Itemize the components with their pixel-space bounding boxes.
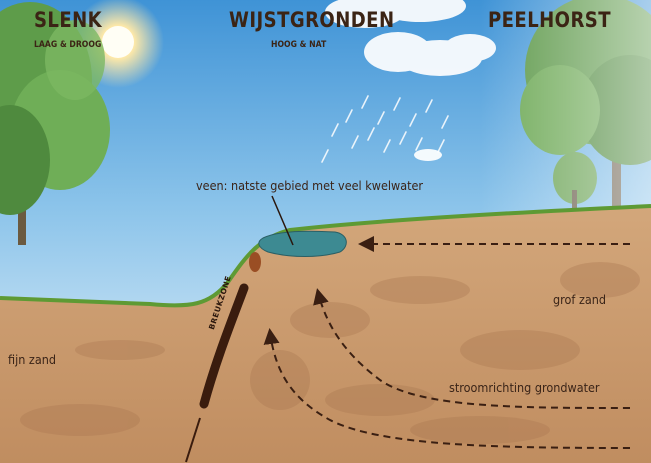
iron-deposit [249, 252, 261, 272]
region-subtitle-slenk: LAAG & DROOG [34, 40, 102, 50]
rain-icon [321, 95, 449, 163]
grass-line [0, 204, 651, 308]
region-title-peelhorst: PEELHORST [488, 8, 611, 32]
tree-left-icon [0, 2, 110, 245]
soil-texture [20, 262, 640, 444]
region-title-slenk: SLENK [34, 8, 103, 32]
region-title-wijstgronden: WIJSTGRONDEN [229, 8, 395, 32]
grof-zand-label: grof zand [553, 292, 607, 307]
fault-line [185, 417, 201, 463]
fijn-zand-label: fijn zand [8, 352, 56, 367]
region-subtitle-wijstgronden: HOOG & NAT [271, 40, 327, 50]
peat-water [258, 230, 347, 257]
fault-zone [199, 283, 249, 409]
veen-pointer [271, 195, 294, 246]
soil [0, 206, 651, 463]
stroomrichting-label: stroomrichting grondwater [449, 380, 600, 395]
groundwater-arrows [263, 236, 631, 449]
veen-annotation: veen: natste gebied met veel kwelwater [196, 178, 424, 193]
